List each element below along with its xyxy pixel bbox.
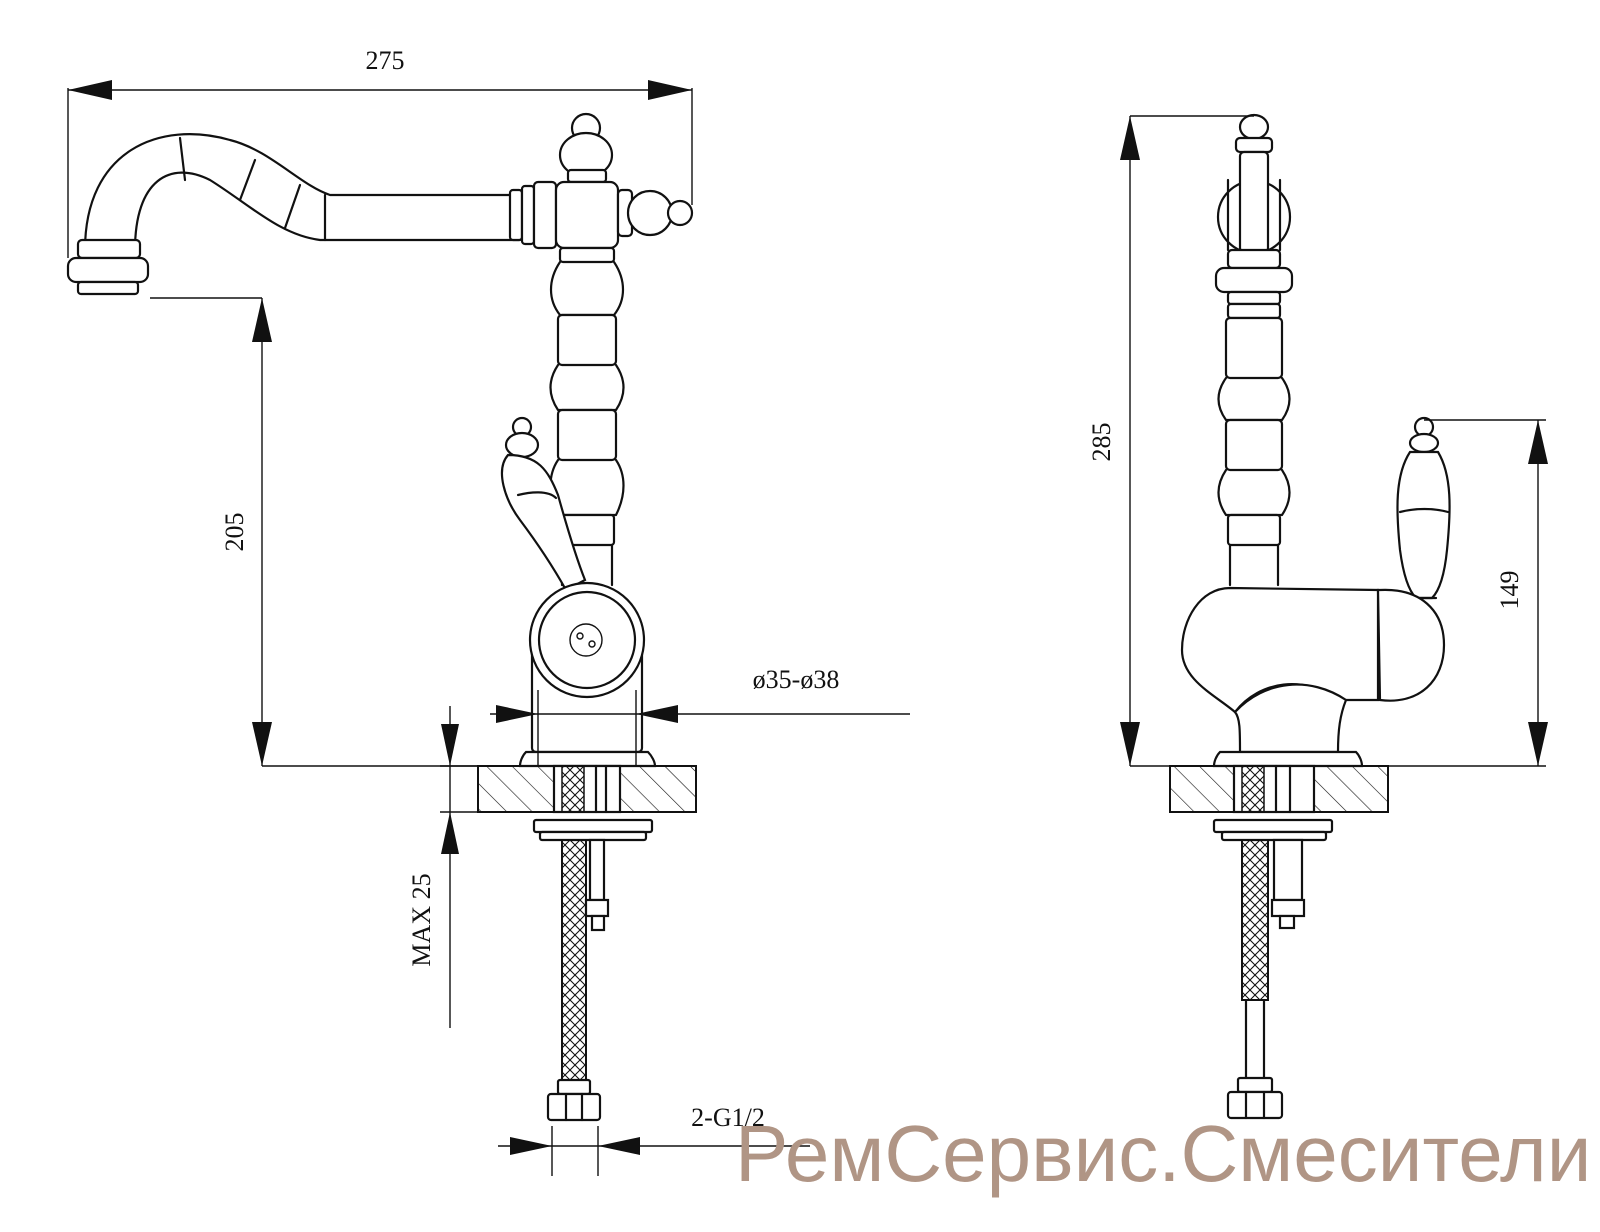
label-spout-reach: 275 bbox=[366, 46, 405, 75]
label-connection-thread: 2-G1/2 bbox=[691, 1103, 765, 1132]
front-body bbox=[1180, 586, 1446, 768]
dimension-spout-height bbox=[150, 297, 478, 767]
label-spout-height: 205 bbox=[220, 513, 249, 552]
mixer-body bbox=[518, 581, 657, 768]
dimension-max-thickness bbox=[440, 706, 478, 1028]
watermark-logo: РемСервис.Смесители bbox=[735, 1109, 1592, 1198]
front-top bbox=[1214, 113, 1294, 306]
label-hole-diameter: ø35-ø38 bbox=[753, 665, 840, 694]
dimension-connection-thread bbox=[498, 1126, 810, 1176]
front-countertop-section bbox=[1169, 764, 1389, 814]
top-cap bbox=[554, 112, 694, 264]
label-handle-height: 149 bbox=[1495, 571, 1524, 610]
countertop-section bbox=[477, 764, 697, 814]
dimension-hole-diameter bbox=[490, 690, 910, 766]
dimension-spout-reach bbox=[67, 80, 693, 258]
label-max-thickness: MAX 25 bbox=[407, 873, 436, 966]
side-view: 275 205 ø35-ø38 MAX 25 bbox=[66, 46, 910, 1176]
front-column bbox=[1217, 302, 1291, 587]
front-handle bbox=[1396, 416, 1451, 600]
dimension-handle-height bbox=[1388, 419, 1548, 767]
label-total-height: 285 bbox=[1087, 423, 1116, 462]
front-hoses bbox=[1212, 818, 1334, 1120]
lever-handle bbox=[500, 416, 587, 592]
front-view: 285 149 bbox=[1087, 113, 1548, 1120]
dimension-total-height bbox=[1120, 115, 1254, 767]
hoses bbox=[532, 818, 654, 1122]
spout bbox=[66, 133, 558, 296]
